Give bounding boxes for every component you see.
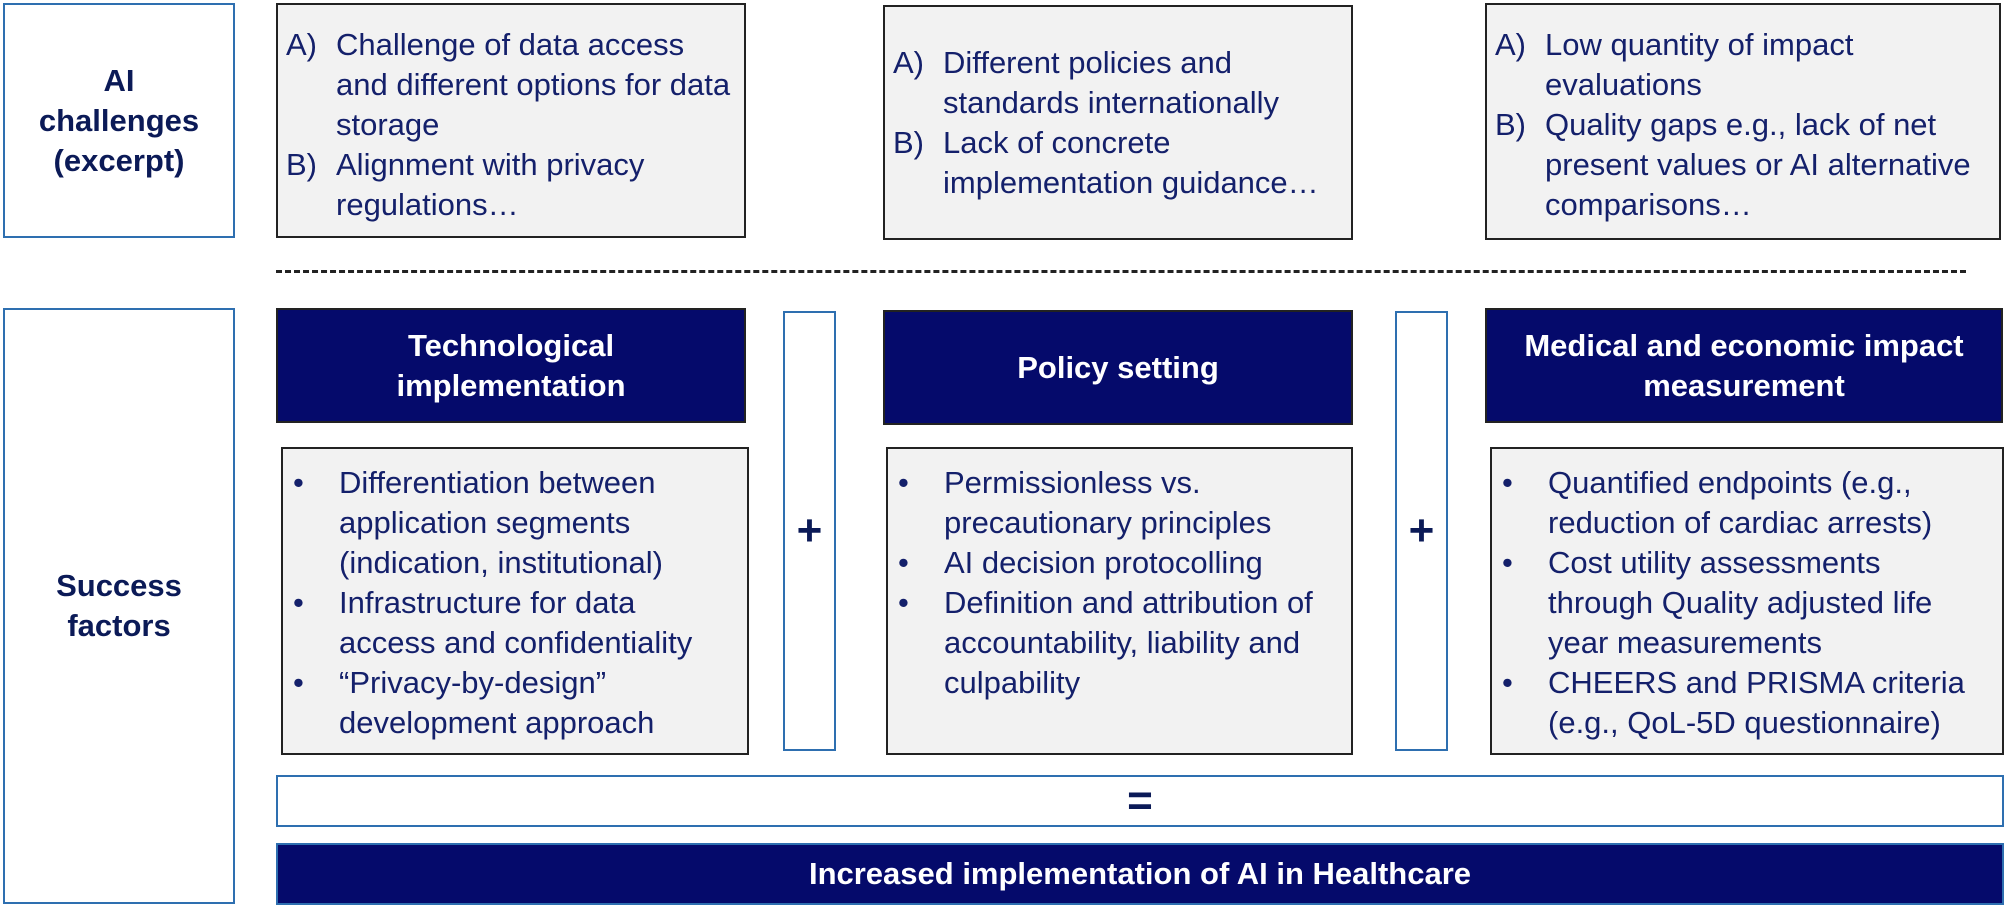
challenge-item: B) Alignment with privacy regulations… — [286, 147, 645, 222]
equals-operator: = — [276, 775, 2004, 827]
bullet-item: • Definition and attribution of accounta… — [898, 585, 1313, 700]
factor-header-policy: Policy setting — [883, 310, 1353, 425]
plus-operator: + — [783, 311, 836, 751]
bullet-item: • CHEERS and PRISMA criteria (e.g., QoL-… — [1502, 665, 1965, 740]
bullet-item: • “Privacy-by-design” development approa… — [293, 665, 655, 740]
result-banner: Increased implementation of AI in Health… — [276, 843, 2004, 905]
bullet-item: • Quantified endpoints (e.g., reduction … — [1502, 465, 1933, 540]
plus-operator: + — [1395, 311, 1448, 751]
challenge-item: A) Challenge of data access and differen… — [286, 27, 731, 142]
factor-bullets-impact: • Quantified endpoints (e.g., reduction … — [1490, 447, 2004, 755]
bullet-item: • Infrastructure for data access and con… — [293, 585, 693, 660]
factor-bullets-technology: • Differentiation between application se… — [281, 447, 749, 755]
challenge-box-impact: A) Low quantity of impact evaluations B)… — [1485, 3, 2001, 240]
factor-header-technology: Technological implementation — [276, 308, 746, 423]
bullet-item: • Permissionless vs. precautionary princ… — [898, 465, 1272, 540]
challenge-box-policy: A) Different policies and standards inte… — [883, 5, 1353, 240]
bullet-item: • Cost utility assessments through Quali… — [1502, 545, 1933, 660]
factor-bullets-policy: • Permissionless vs. precautionary princ… — [886, 447, 1353, 755]
challenge-item: A) Different policies and standards inte… — [893, 45, 1280, 120]
section-divider — [276, 270, 1966, 273]
bullet-item: • Differentiation between application se… — [293, 465, 663, 580]
challenge-item: A) Low quantity of impact evaluations — [1495, 27, 1854, 102]
challenge-item: B) Lack of concrete implementation guida… — [893, 125, 1319, 200]
success-factors-label: Success factors — [3, 308, 235, 904]
bullet-item: • AI decision protocolling — [898, 545, 1263, 580]
ai-challenges-label: AI challenges (excerpt) — [3, 3, 235, 238]
challenge-box-technology: A) Challenge of data access and differen… — [276, 3, 746, 238]
factor-header-impact: Medical and economic impact measurement — [1485, 308, 2003, 423]
challenge-item: B) Quality gaps e.g., lack of net presen… — [1495, 107, 1971, 222]
